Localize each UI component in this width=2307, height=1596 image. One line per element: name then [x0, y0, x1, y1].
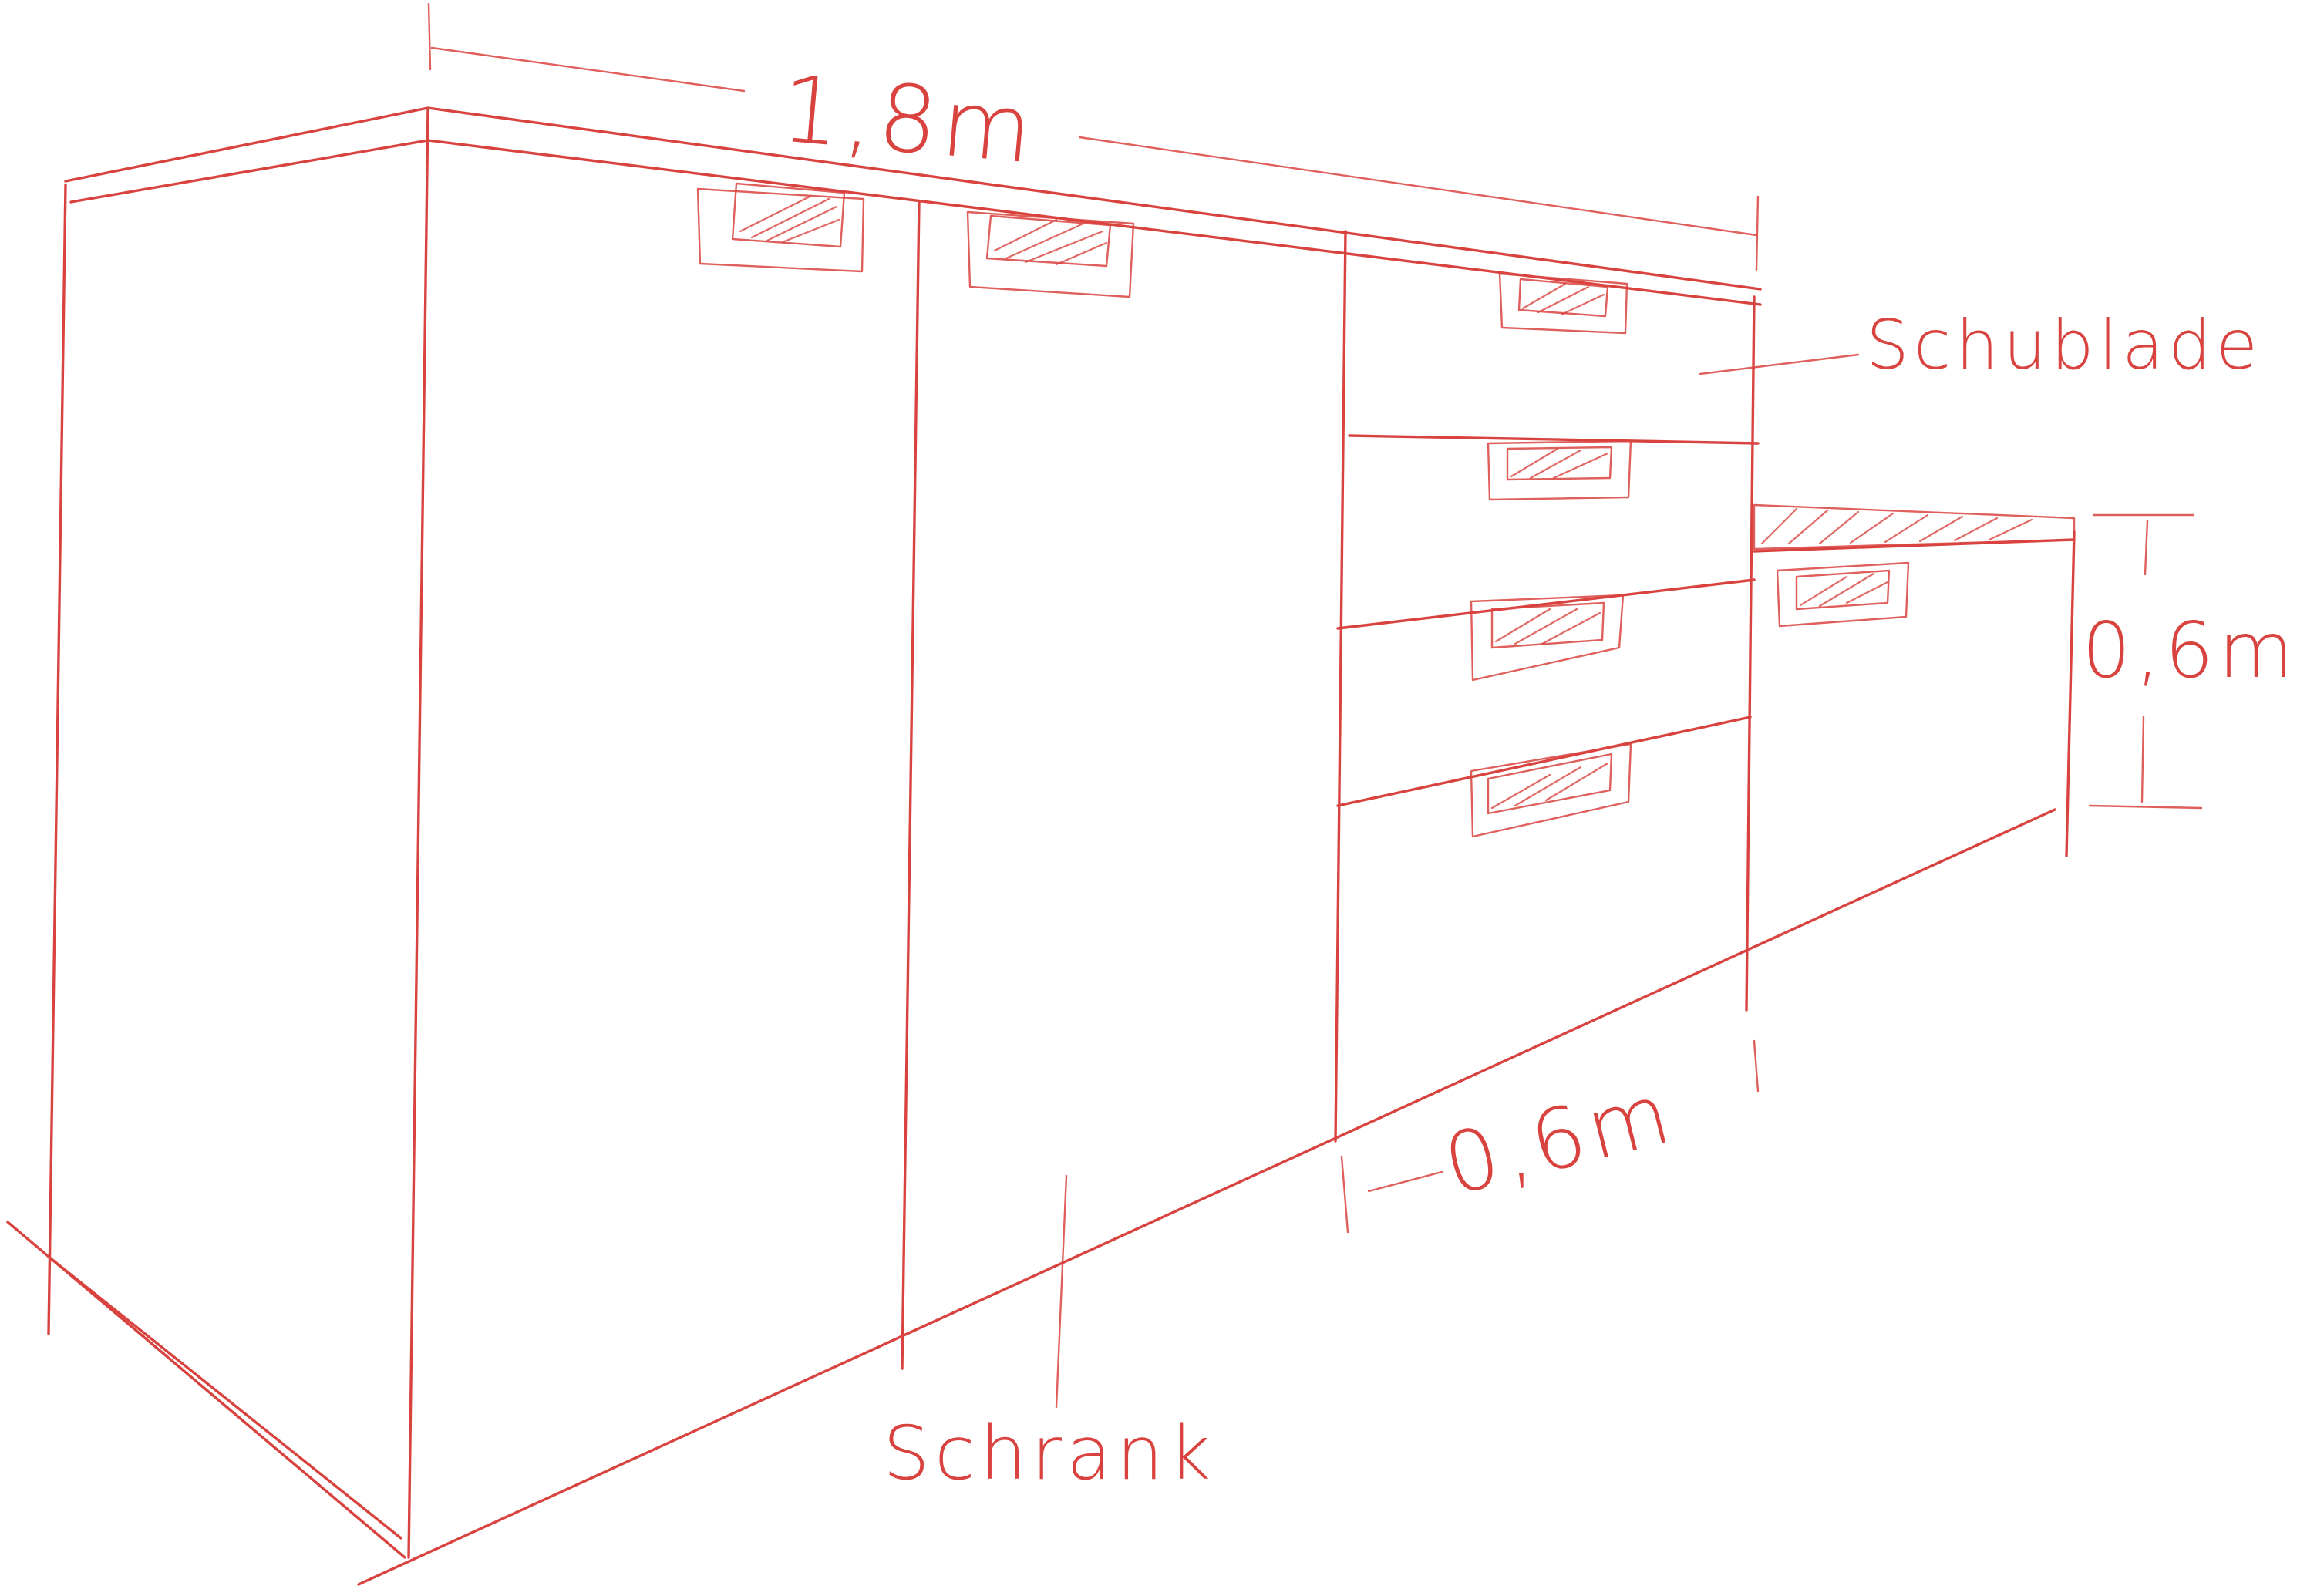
height-dimension-bottom-tick — [2088, 804, 2203, 810]
drawer-leader-line — [1699, 353, 1860, 375]
floor-front-edge — [357, 808, 2056, 1586]
cabinet-label: Schrank — [883, 1410, 1215, 1497]
cabinet-leader-line — [1055, 1174, 1068, 1409]
width-dimension-line-right — [1078, 136, 1758, 237]
height-dimension-line-bottom — [2140, 716, 2145, 803]
drawer-column-left-edge — [1334, 230, 1347, 1143]
handle-drawer-2[interactable] — [1487, 439, 1632, 501]
height-label: 0,6m — [2082, 605, 2298, 695]
handle-drawer-3[interactable] — [1470, 594, 1625, 682]
depth-label: 0,6m — [1435, 1065, 1683, 1214]
drawer-separator-2 — [1336, 578, 1756, 630]
depth-dimension-right-tick — [1753, 1039, 1760, 1093]
handle-extension[interactable] — [1776, 561, 1910, 628]
extension-right-vertical — [2065, 530, 2076, 857]
drawer-separator-3 — [1336, 716, 1752, 807]
front-left-vertical — [407, 108, 429, 1559]
height-dimension-line-top — [2144, 519, 2149, 576]
depth-dimension-line-left — [1367, 1170, 1443, 1193]
cabinet-outline — [6, 2, 2203, 1586]
width-dimension-line-left — [430, 46, 746, 93]
drawer-label: Schublade — [1866, 305, 2262, 385]
width-dimension-left-tick — [427, 2, 432, 71]
handle-door-2[interactable] — [966, 210, 1135, 298]
door-divider — [901, 200, 921, 1370]
worktop-step-hatching — [1753, 503, 2076, 551]
drawer-column-right-edge — [1745, 295, 1756, 1012]
worktop-back-edge — [64, 106, 1762, 291]
drawer-separator-1 — [1348, 434, 1760, 445]
handle-drawer-4[interactable] — [1470, 742, 1632, 838]
total-width-label: 1,8m — [776, 56, 1041, 184]
width-dimension-right-tick — [1755, 195, 1760, 271]
plinth-edge — [47, 1255, 402, 1540]
depth-dimension-left-tick — [1340, 1155, 1349, 1234]
handle-door-1[interactable] — [696, 182, 865, 273]
handle-drawer-1[interactable] — [1498, 272, 1628, 335]
left-side-back-edge — [47, 184, 67, 1335]
